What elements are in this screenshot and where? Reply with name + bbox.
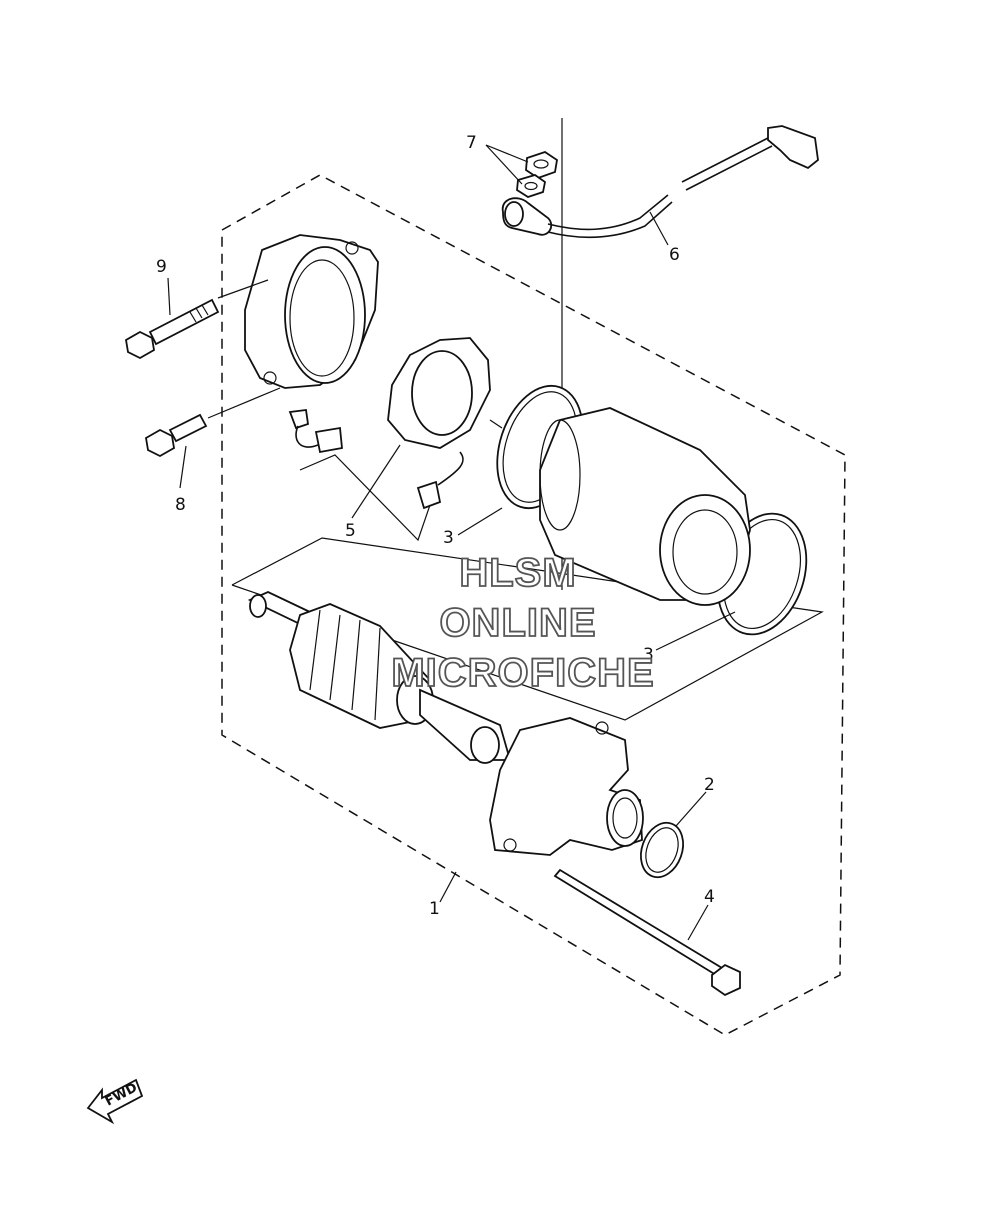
watermark-line-1: HLSM — [459, 551, 576, 595]
assembly-boundary — [221, 174, 846, 1036]
armature-bounding-box — [231, 537, 824, 721]
callout-5: 5 — [345, 521, 356, 541]
callout-4: 4 — [704, 887, 715, 907]
callout-8: 8 — [175, 495, 186, 515]
callout-3-front: 3 — [643, 645, 654, 665]
leader-lines — [167, 144, 736, 941]
callout-3-rear: 3 — [443, 528, 454, 548]
nut-part — [516, 151, 558, 198]
callout-6: 6 — [669, 245, 680, 265]
bolt-9-part — [125, 298, 220, 360]
through-bolt-part — [553, 868, 741, 997]
brush-holder-part — [288, 337, 491, 510]
callout-1: 1 — [429, 899, 440, 919]
lead-wire-part — [501, 125, 819, 239]
front-cover-part — [489, 717, 644, 856]
bolt-8-part — [145, 413, 208, 458]
watermark-line-3: MICROFICHE — [391, 651, 654, 695]
callout-9: 9 — [156, 257, 167, 277]
rear-cover-part — [244, 234, 379, 389]
o-ring-small-part — [640, 821, 684, 879]
armature-part — [247, 591, 512, 764]
callout-2: 2 — [704, 775, 715, 795]
fwd-arrow-icon: FWD — [86, 1078, 144, 1125]
watermark-line-2: ONLINE — [439, 601, 596, 645]
callout-7: 7 — [466, 133, 477, 153]
yoke-part — [539, 407, 751, 606]
